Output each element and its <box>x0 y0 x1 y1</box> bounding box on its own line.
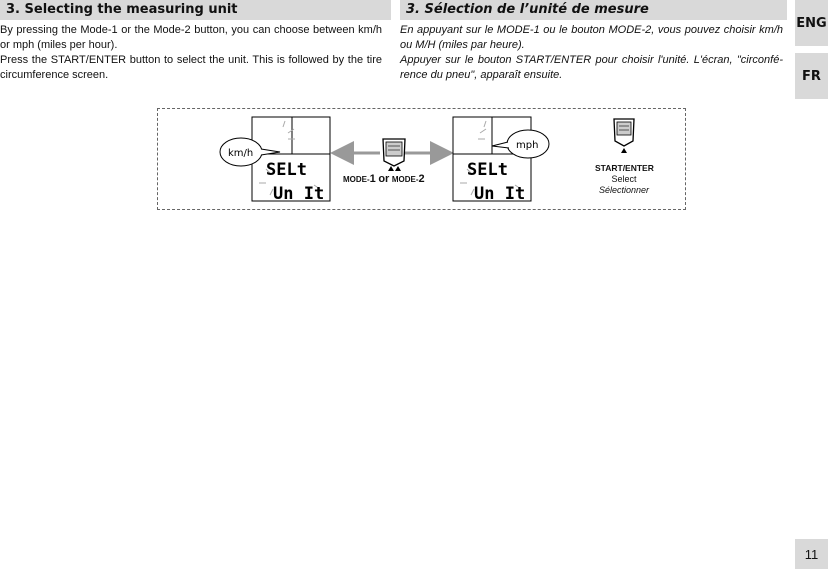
cyclocomputer-icon <box>382 138 406 171</box>
left-lcd-line1: SELt <box>266 160 307 180</box>
page-number: 11 <box>795 539 828 569</box>
start-enter-caption: START/ENTER Select Sélectionner <box>595 163 654 196</box>
right-bubble-text: mph <box>516 140 538 151</box>
blink-rays-icon <box>460 120 522 196</box>
or-label: or <box>378 173 390 185</box>
diagram-drawing: SELt Un It km/h <box>219 116 635 204</box>
english-section-heading: 3. Selecting the measuring unit <box>0 0 391 20</box>
left-lcd-display: SELt Un It <box>251 116 331 204</box>
english-body: By pressing the Mode-1 or the Mode-2 but… <box>0 23 382 83</box>
language-tab-fr: FR <box>795 53 828 99</box>
mode2-number: 2 <box>418 173 425 185</box>
mode1-number: 1 <box>369 173 376 185</box>
french-paragraph-1: En appuyant sur le MODE-1 ou le bouton M… <box>400 24 783 51</box>
left-bubble-text: km/h <box>228 148 253 159</box>
blink-rays-icon <box>259 120 321 196</box>
select-label-en: Select <box>611 174 637 184</box>
unit-selection-diagram: SELt Un It km/h <box>157 108 686 210</box>
mode-buttons-label: MODE-1 or MODE-2 <box>343 173 425 185</box>
right-lcd-line1: SELt <box>467 160 508 180</box>
left-lcd-line2: Un It <box>273 184 324 204</box>
french-paragraph-2: Appuyer sur le bouton START/ENTER pour c… <box>400 54 783 81</box>
english-paragraph-1: By pressing the Mode-1 or the Mode-2 but… <box>0 24 382 51</box>
right-lcd-display: SELt Un It <box>452 116 532 204</box>
select-label-fr: Sélectionner <box>598 185 650 195</box>
right-unit-bubble: mph <box>491 129 550 159</box>
start-enter-label: START/ENTER <box>595 163 654 173</box>
english-paragraph-2: Press the START/ENTER button to select t… <box>0 54 382 81</box>
mode2-label: MODE- <box>391 175 419 184</box>
start-enter-device-icon <box>613 118 635 153</box>
left-unit-bubble: km/h <box>219 137 281 167</box>
right-lcd-line2: Un It <box>474 184 525 204</box>
language-tab-eng: ENG <box>795 0 828 46</box>
french-body: En appuyant sur le MODE-1 ou le bouton M… <box>400 23 783 83</box>
french-section-heading: 3. Sélection de l’unité de mesure <box>400 0 787 20</box>
mode1-label: MODE- <box>343 175 370 184</box>
